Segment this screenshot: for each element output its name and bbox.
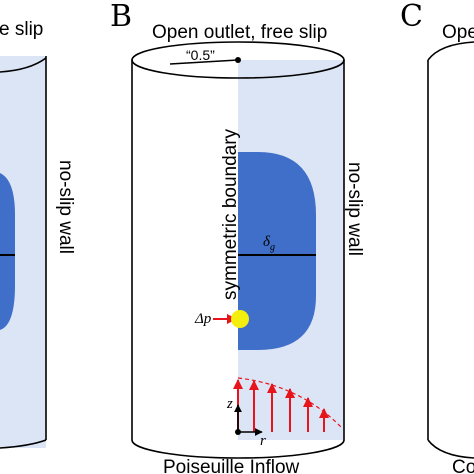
panel-b-top-label: Open outlet, free slip: [152, 22, 327, 43]
panel-c-top-edge: [427, 41, 474, 61]
panel-b-letter: B: [110, 0, 132, 34]
panel-b-gap-label: δg: [263, 234, 275, 253]
panel-a-top-label: e slip: [0, 19, 43, 40]
panel-b-pressure-label: Δp: [194, 311, 212, 327]
panel-a-top-edge: [0, 57, 47, 73]
panel-a-wall-label: no-slip wall: [55, 160, 76, 254]
panel-b-radius-line: [169, 59, 239, 65]
panel-c-top-label: Ope: [442, 22, 474, 43]
panel-b-radius-dot: [235, 57, 241, 63]
panel-b-bubble: [238, 152, 316, 350]
panel-b-bottom-ellipse: [131, 439, 345, 459]
panel-c-bottom-edge: [427, 439, 474, 459]
panel-a: e slip no-slip wall: [0, 19, 76, 449]
panel-a-bottom-edge: [0, 439, 47, 449]
panel-b-radius-label: “0.5”: [186, 47, 215, 63]
panel-c: C Ope Co: [400, 0, 474, 474]
panel-b-wall-label: no-slip wall: [344, 162, 365, 256]
panel-c-letter: C: [400, 0, 423, 34]
panel-b-r-label: r: [260, 433, 266, 449]
panel-b: B Open outlet, free slip “0.5” δg symmet…: [110, 0, 365, 474]
panel-b-pressure-dot: [231, 310, 249, 328]
panel-b-bottom-label: Poiseuille Inflow: [163, 457, 300, 474]
panel-c-bottom-label: Co: [452, 457, 474, 474]
panel-a-bubble: [0, 173, 15, 330]
panel-b-z-label: z: [226, 396, 233, 412]
panel-b-axis-label: symmetric boundary: [220, 128, 241, 300]
